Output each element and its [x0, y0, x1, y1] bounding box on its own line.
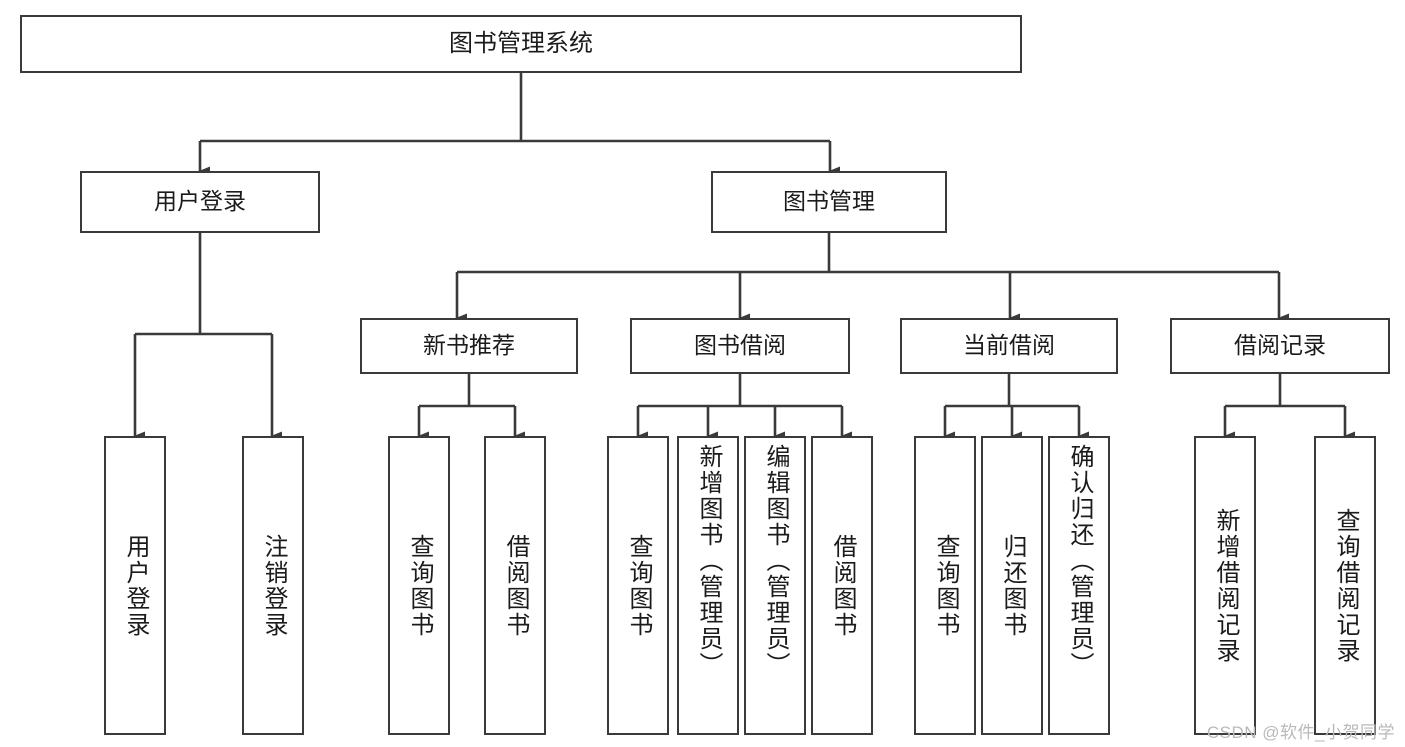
leaf-add-record[interactable]: 新增借阅记录 [1194, 436, 1256, 735]
node-label: 编辑图书（管理员） [762, 444, 789, 678]
leaf-borrow-book-rec[interactable]: 借阅图书 [484, 436, 546, 735]
node-current-borrowing[interactable]: 当前借阅 [900, 318, 1118, 374]
node-label: 新增借阅记录 [1212, 507, 1239, 664]
node-borrowing-records[interactable]: 借阅记录 [1170, 318, 1390, 374]
leaf-return-book[interactable]: 归还图书 [981, 436, 1043, 735]
node-label: 当前借阅 [963, 332, 1055, 359]
node-label: 归还图书 [999, 533, 1026, 638]
node-label: 查询图书 [932, 533, 959, 638]
node-book-management[interactable]: 图书管理 [711, 171, 947, 233]
node-label: 借阅记录 [1234, 332, 1326, 359]
node-label: 用户登录 [154, 188, 246, 215]
node-label: 图书借阅 [694, 332, 786, 359]
leaf-add-book[interactable]: 新增图书（管理员） [677, 436, 739, 735]
node-label: 新书推荐 [423, 332, 515, 359]
node-label: 借阅图书 [829, 533, 856, 638]
leaf-query-book-br[interactable]: 查询图书 [607, 436, 669, 735]
node-label: 图书管理系统 [449, 29, 593, 57]
leaf-query-record[interactable]: 查询借阅记录 [1314, 436, 1376, 735]
node-label: 用户登录 [122, 533, 149, 638]
leaf-borrow-book-br[interactable]: 借阅图书 [811, 436, 873, 735]
tree-connectors [133, 73, 1355, 441]
leaf-confirm-return[interactable]: 确认归还（管理员） [1048, 436, 1110, 735]
leaf-logout[interactable]: 注销登录 [242, 436, 304, 735]
leaf-query-book-cur[interactable]: 查询图书 [914, 436, 976, 735]
node-label: 图书管理 [783, 188, 875, 215]
node-label: 确认归还（管理员） [1066, 444, 1093, 678]
node-label: 借阅图书 [502, 533, 529, 638]
csdn-watermark: CSDN @软件_小贺同学 [1206, 723, 1395, 742]
node-label: 新增图书（管理员） [695, 444, 722, 678]
leaf-user-login[interactable]: 用户登录 [104, 436, 166, 735]
node-label: 查询图书 [625, 533, 652, 638]
node-root-system[interactable]: 图书管理系统 [20, 15, 1022, 73]
node-label: 注销登录 [260, 533, 287, 638]
node-user-login[interactable]: 用户登录 [80, 171, 320, 233]
node-new-book-recommendation[interactable]: 新书推荐 [360, 318, 578, 374]
leaf-query-book-rec[interactable]: 查询图书 [388, 436, 450, 735]
node-label: 查询借阅记录 [1332, 507, 1359, 664]
leaf-edit-book[interactable]: 编辑图书（管理员） [744, 436, 806, 735]
node-label: 查询图书 [406, 533, 433, 638]
node-book-borrowing[interactable]: 图书借阅 [630, 318, 850, 374]
